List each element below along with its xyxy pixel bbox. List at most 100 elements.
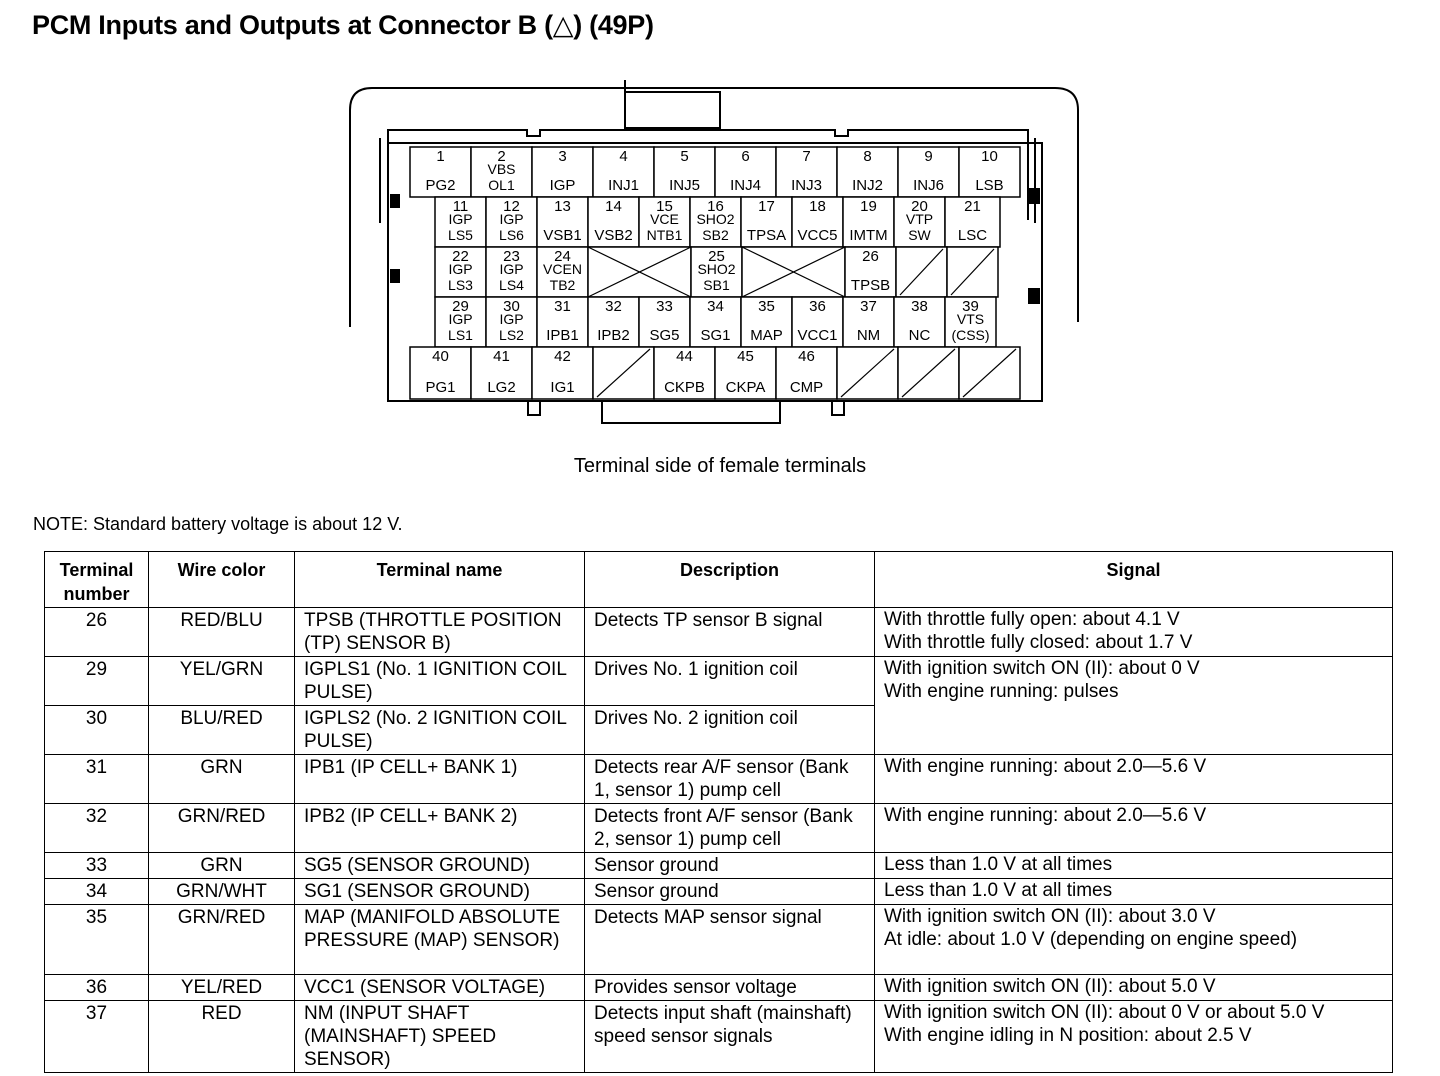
terminal-name-cell: IPB1 (IP CELL+ BANK 1) xyxy=(294,754,585,804)
terminal-number-cell: 37 xyxy=(44,1000,149,1073)
wire-color-cell: GRN/RED xyxy=(148,904,295,975)
terminal-cell xyxy=(958,146,1021,198)
terminal-number-cell: 26 xyxy=(44,607,149,657)
terminal-label: INJ1 xyxy=(608,177,639,194)
signal-line: With ignition switch ON (II): about 0 V … xyxy=(884,1002,1325,1023)
terminal-table: Terminal number Wire color Terminal name… xyxy=(44,551,1393,1073)
terminal-label: SG5 xyxy=(649,327,679,344)
terminal-label: INJ2 xyxy=(852,177,883,194)
terminal-number-cell: 31 xyxy=(44,754,149,804)
terminal-number: 29 xyxy=(452,298,469,315)
terminal-number: 33 xyxy=(656,298,673,315)
description-cell: Detects MAP sensor signal xyxy=(584,904,875,975)
terminal-number: 36 xyxy=(809,298,826,315)
signal-line: At idle: about 1.0 V (depending on engin… xyxy=(884,929,1298,950)
header-terminal-number: Terminal number xyxy=(44,551,149,608)
terminal-label: MAP xyxy=(750,327,783,344)
terminal-label: TPSA xyxy=(747,227,786,244)
description-cell: Sensor ground xyxy=(584,852,875,879)
terminal-label: LG2 xyxy=(487,379,515,396)
description-cell: Drives No. 2 ignition coil xyxy=(584,705,875,755)
diagram-caption: Terminal side of female terminals xyxy=(0,455,1440,478)
terminal-number: 46 xyxy=(798,348,815,365)
terminal-number: 22 xyxy=(452,248,469,265)
signal-cell: With engine running: about 2.0—5.6 V xyxy=(874,803,1393,853)
header-description: Description xyxy=(584,551,875,608)
table-header-row: Terminal number Wire color Terminal name… xyxy=(44,551,1393,608)
terminal-cell xyxy=(653,346,716,400)
terminal-number: 5 xyxy=(680,148,688,165)
terminal-cell xyxy=(536,246,589,298)
terminal-number: 14 xyxy=(605,198,622,215)
terminal-number: 4 xyxy=(619,148,627,165)
terminal-number: 32 xyxy=(605,298,622,315)
blank-terminal-mark xyxy=(962,348,1017,398)
signal-line: Less than 1.0 V at all times xyxy=(884,854,1113,875)
terminal-label: SG1 xyxy=(700,327,730,344)
signal-line: Less than 1.0 V at all times xyxy=(884,880,1113,901)
terminal-name-cell: NM (INPUT SHAFT (MAINSHAFT) SPEED SENSOR… xyxy=(294,1000,585,1073)
signal-line: With engine idling in N position: about … xyxy=(884,1025,1252,1046)
blank-terminal-mark xyxy=(587,246,692,298)
key-left-mid xyxy=(390,269,400,283)
signal-cell: With ignition switch ON (II): about 3.0 … xyxy=(874,904,1393,975)
terminal-number: 31 xyxy=(554,298,571,315)
terminal-label: IPB2 xyxy=(597,327,630,344)
terminal-label: NM xyxy=(857,327,880,344)
terminal-number-cell: 34 xyxy=(44,878,149,905)
terminal-label: VSB1 xyxy=(543,227,581,244)
peg-left xyxy=(527,400,541,416)
terminal-number: 2 xyxy=(497,148,505,165)
signal-line: With engine running: about 2.0—5.6 V xyxy=(884,756,1207,777)
wire-color-cell: RED xyxy=(148,1000,295,1073)
terminal-label: LSC xyxy=(958,227,987,244)
signal-line: With engine running: about 2.0—5.6 V xyxy=(884,805,1207,826)
signal-cell: Less than 1.0 V at all times xyxy=(874,852,1393,879)
terminal-label: INJ5 xyxy=(669,177,700,194)
wire-color-cell: GRN xyxy=(148,852,295,879)
terminal-number: 18 xyxy=(809,198,826,215)
terminal-number: 8 xyxy=(863,148,871,165)
terminal-label: IPB1 xyxy=(546,327,579,344)
terminal-number: 11 xyxy=(453,198,469,215)
blank-terminal-mark xyxy=(899,248,944,296)
terminal-label: VSB2 xyxy=(594,227,632,244)
signal-line: With throttle fully closed: about 1.7 V xyxy=(884,632,1193,653)
terminal-label: INJ3 xyxy=(791,177,822,194)
terminal-number: 34 xyxy=(707,298,724,315)
terminal-cell xyxy=(653,146,716,198)
blank-terminal-mark xyxy=(950,248,995,296)
signal-line: With ignition switch ON (II): about 5.0 … xyxy=(884,976,1216,997)
terminal-cell xyxy=(842,296,895,348)
header-signal: Signal xyxy=(874,551,1393,608)
terminal-number-cell: 29 xyxy=(44,656,149,706)
terminal-cell xyxy=(946,246,999,298)
terminal-number: 39 xyxy=(962,298,979,315)
terminal-number: 3 xyxy=(558,148,566,165)
terminal-label: VCC5 xyxy=(797,227,837,244)
terminal-number: 30 xyxy=(503,298,520,315)
description-cell: Sensor ground xyxy=(584,878,875,905)
terminal-cell xyxy=(536,296,589,348)
description-cell: Detects input shaft (mainshaft) speed se… xyxy=(584,1000,875,1073)
title-suffix: ) (49P) xyxy=(573,10,654,40)
terminal-number: 20 xyxy=(911,198,928,215)
terminal-label: TPSB xyxy=(851,277,890,294)
bottom-latch xyxy=(601,401,781,424)
wire-color-cell: RED/BLU xyxy=(148,607,295,657)
terminal-label: CKPB xyxy=(664,379,705,396)
